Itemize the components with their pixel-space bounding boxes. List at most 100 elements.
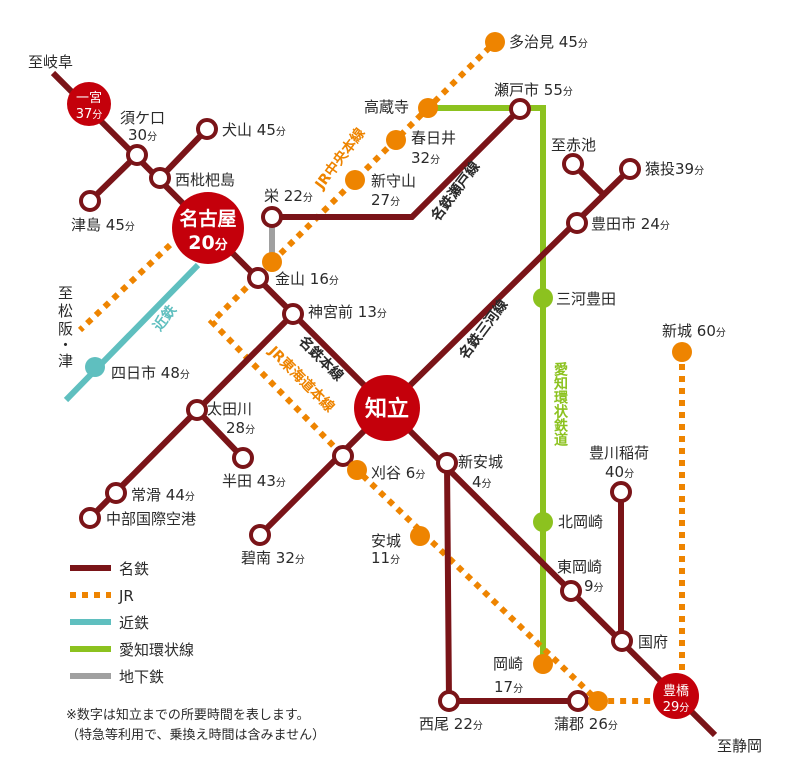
time-anjo: 11分 [371, 549, 400, 567]
station-toyokawainari[interactable] [610, 481, 632, 503]
direction-akaike: 至赤池 [551, 136, 596, 154]
station-okazaki[interactable] [533, 654, 553, 674]
svg-text:阪: 阪 [58, 320, 73, 338]
hub-label: 名古屋 [179, 207, 236, 230]
label-handa: 半田 43分 [222, 472, 286, 490]
station-sukaguchi[interactable] [126, 144, 148, 166]
station-hekinan[interactable] [249, 524, 271, 546]
station-sakae[interactable] [261, 206, 283, 228]
label-tokoname: 常滑 44分 [131, 486, 195, 504]
station-centrair[interactable] [79, 507, 101, 529]
time-otagawa: 28分 [226, 419, 255, 437]
direction-matsusaka-tsu: 至 松 阪 ・ 津 [58, 284, 73, 370]
time-sukaguchi: 30分 [128, 126, 157, 144]
aichi-loop-line [428, 105, 546, 664]
station-kariya-meitetsu[interactable] [332, 445, 354, 467]
svg-text:至: 至 [58, 284, 73, 302]
footnote-line-1: ※数字は知立までの所要時間を表します。 [66, 707, 310, 723]
station-yokkaichi[interactable] [85, 357, 105, 377]
label-kitaokazaki: 北岡崎 [558, 513, 603, 531]
hub-time: 37分 [76, 107, 103, 122]
station-kitaokazaki[interactable] [533, 512, 553, 532]
legend-label: 愛知環状線 [119, 641, 194, 659]
label-kozoji: 高蔵寺 [364, 98, 409, 116]
time-higashiokazaki: 9分 [584, 577, 604, 595]
legend-label: 地下鉄 [119, 668, 164, 686]
station-gamagori-jr[interactable] [588, 691, 608, 711]
kintetsu-line [63, 262, 201, 403]
station-handa[interactable] [232, 447, 254, 469]
station-anjo[interactable] [410, 526, 430, 546]
label-shinanjo: 新安城 [458, 453, 503, 471]
svg-text:松: 松 [58, 302, 73, 320]
legend-label: 近鉄 [119, 614, 149, 632]
station-nishio[interactable] [438, 690, 460, 712]
legend: 名鉄 JR 近鉄 愛知環状線 地下鉄 [70, 560, 194, 686]
line-label-aichi-loop: 愛知環状鉄道 [552, 361, 568, 447]
label-mikawatoyota: 三河豊田 [556, 290, 616, 308]
hub-label: 一宮 [76, 90, 102, 106]
station-kozoji[interactable] [418, 98, 438, 118]
station-mikawatoyota[interactable] [533, 288, 553, 308]
station-kanayama[interactable] [247, 267, 269, 289]
station-sanage[interactable] [619, 158, 641, 180]
label-kariya: 刈谷 6分 [371, 464, 425, 482]
time-shinmoriyama: 27分 [371, 191, 400, 209]
station-tsushima[interactable] [79, 190, 101, 212]
time-toyokawainari: 40分 [605, 463, 634, 481]
label-sakae: 栄 22分 [264, 187, 313, 205]
stations [67, 32, 699, 719]
label-centrair: 中部国際空港 [106, 510, 196, 528]
label-okazaki: 岡崎 [493, 655, 523, 673]
station-setoshi[interactable] [509, 98, 531, 120]
station-toyotashi[interactable] [566, 212, 588, 234]
hub-label: 豊橋 [663, 684, 689, 699]
label-shinmoriyama: 新守山 [371, 172, 416, 190]
jr-chuo-line [269, 39, 498, 265]
station-tokoname[interactable] [105, 482, 127, 504]
svg-text:津: 津 [58, 352, 73, 370]
label-toyokawainari: 豊川稲荷 [589, 444, 649, 462]
hub-toyohashi[interactable] [653, 673, 699, 719]
legend-label: 名鉄 [119, 560, 149, 578]
label-jingumae: 神宮前 13分 [308, 303, 387, 321]
label-nishibiwajima: 西枇杷島 [175, 171, 235, 189]
station-shinmoriyama[interactable] [345, 170, 365, 190]
station-kanayama-jr[interactable] [262, 252, 282, 272]
direction-shizuoka: 至静岡 [717, 737, 762, 755]
label-sanage: 猿投39分 [645, 160, 704, 178]
station-kasugai[interactable] [386, 130, 406, 150]
label-toyotashi: 豊田市 24分 [591, 215, 670, 233]
label-hekinan: 碧南 32分 [241, 549, 305, 567]
station-kariya-jr[interactable] [347, 460, 367, 480]
time-shinanjo: 4分 [472, 473, 492, 491]
label-yokkaichi: 四日市 48分 [111, 364, 190, 382]
label-gamagori: 蒲郡 26分 [554, 715, 618, 733]
label-tajimi: 多治見 45分 [509, 33, 588, 51]
station-gamagori-meitetsu[interactable] [567, 690, 589, 712]
hub-chiryu[interactable] [354, 375, 420, 441]
jr-kansai-line [77, 242, 173, 333]
label-sukaguchi: 須ケ口 [120, 109, 165, 127]
station-labels: 須ケ口 30分 犬山 45分 西枇杷島 津島 45分 栄 22分 金山 16分 … [71, 33, 726, 733]
hub-ichinomiya[interactable] [67, 82, 111, 126]
time-okazaki: 17分 [494, 678, 523, 696]
station-tajimi[interactable] [485, 32, 505, 52]
station-nishibiwajima[interactable] [149, 167, 171, 189]
hub-time: 29分 [663, 700, 690, 715]
station-jingumae[interactable] [282, 303, 304, 325]
label-nishio: 西尾 22分 [419, 715, 483, 733]
station-inuyama[interactable] [196, 118, 218, 140]
station-otagawa[interactable] [186, 399, 208, 421]
label-setoshi: 瀬戸市 55分 [494, 81, 573, 99]
station-kou[interactable] [611, 630, 633, 652]
label-higashiokazaki: 東岡崎 [557, 558, 602, 576]
station-akaike-direction[interactable] [562, 153, 584, 175]
station-higashiokazaki[interactable] [560, 580, 582, 602]
station-shinshiro[interactable] [672, 342, 692, 362]
label-otagawa: 太田川 [207, 400, 252, 418]
label-kasugai: 春日井 [411, 129, 456, 147]
station-shinanjo[interactable] [436, 452, 458, 474]
hub-nagoya[interactable] [172, 192, 244, 264]
